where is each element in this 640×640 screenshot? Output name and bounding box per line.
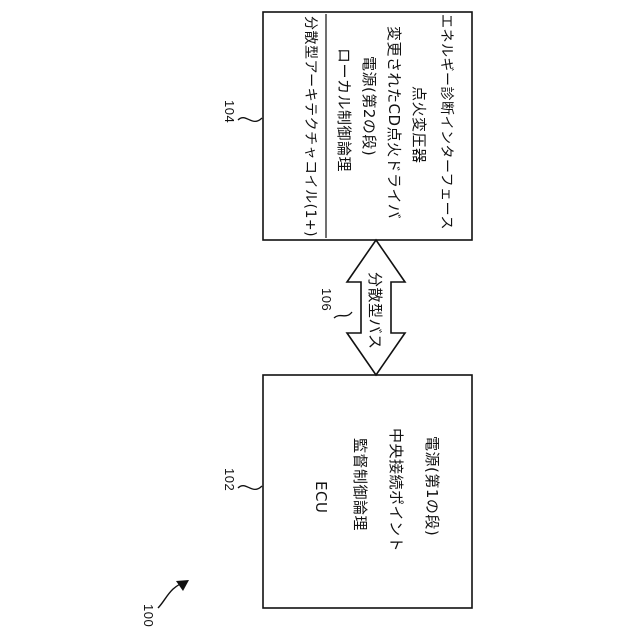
coil-line-4: 点火変圧器 bbox=[409, 86, 430, 164]
coil-line-1: ローカル制御論理 bbox=[334, 48, 355, 172]
bus-label: 分散型バス bbox=[365, 272, 386, 350]
ref-104: 104 bbox=[222, 100, 237, 123]
ecu-line-3: 電源(第1の段) bbox=[422, 436, 443, 536]
ecu-line-1: 監督制御論理 bbox=[350, 438, 371, 531]
ref-106: 106 bbox=[319, 288, 334, 311]
coil-line-5: エネルギー診断インターフェース bbox=[437, 14, 457, 230]
ref-100: 100 bbox=[141, 604, 156, 627]
coil-line-2: 電源(第2の段) bbox=[359, 56, 380, 156]
leader-102 bbox=[238, 486, 262, 490]
coil-line-3: 変更されたCD点火ドライバ bbox=[384, 26, 405, 219]
ecu-line-2: 中央接続ポイント bbox=[386, 428, 407, 552]
leader-106 bbox=[334, 312, 352, 318]
coil-title: 分散型アーキテクチャコイル(1+) bbox=[301, 16, 321, 237]
leader-104 bbox=[238, 118, 262, 122]
ref-102: 102 bbox=[222, 468, 237, 491]
ecu-title: ECU bbox=[312, 481, 330, 513]
